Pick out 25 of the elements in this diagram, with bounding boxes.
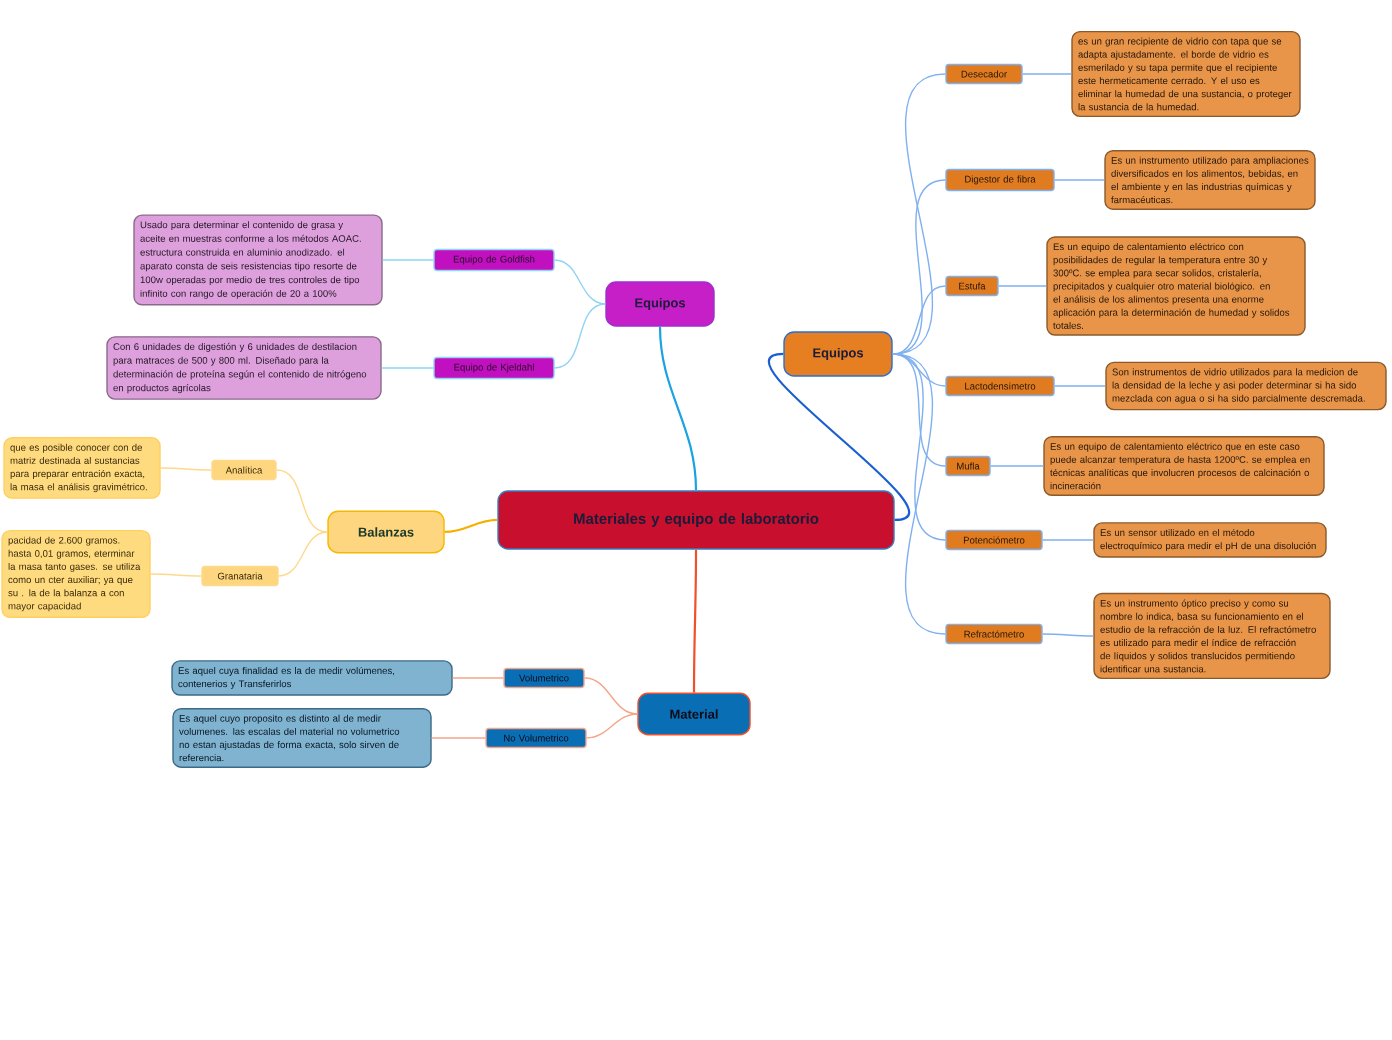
connector [278, 531, 328, 577]
connector [1054, 179, 1105, 181]
connector [990, 465, 1044, 467]
connector [692, 549, 698, 693]
connector [892, 353, 946, 635]
connector [554, 303, 606, 369]
connector [431, 737, 486, 739]
connector [1022, 73, 1072, 75]
connector [584, 677, 638, 715]
connector [768, 352, 910, 522]
connector [150, 573, 202, 577]
connector [1054, 385, 1106, 387]
connector [1042, 633, 1094, 637]
connector [160, 467, 212, 471]
connector [1042, 539, 1094, 541]
connector [382, 259, 434, 261]
connector [892, 285, 946, 355]
connector [554, 259, 606, 305]
connector [444, 518, 498, 534]
connector [586, 713, 638, 739]
connector [998, 285, 1047, 287]
connector [381, 367, 434, 369]
connector [452, 677, 504, 679]
connector [658, 326, 698, 491]
connector [276, 469, 328, 533]
